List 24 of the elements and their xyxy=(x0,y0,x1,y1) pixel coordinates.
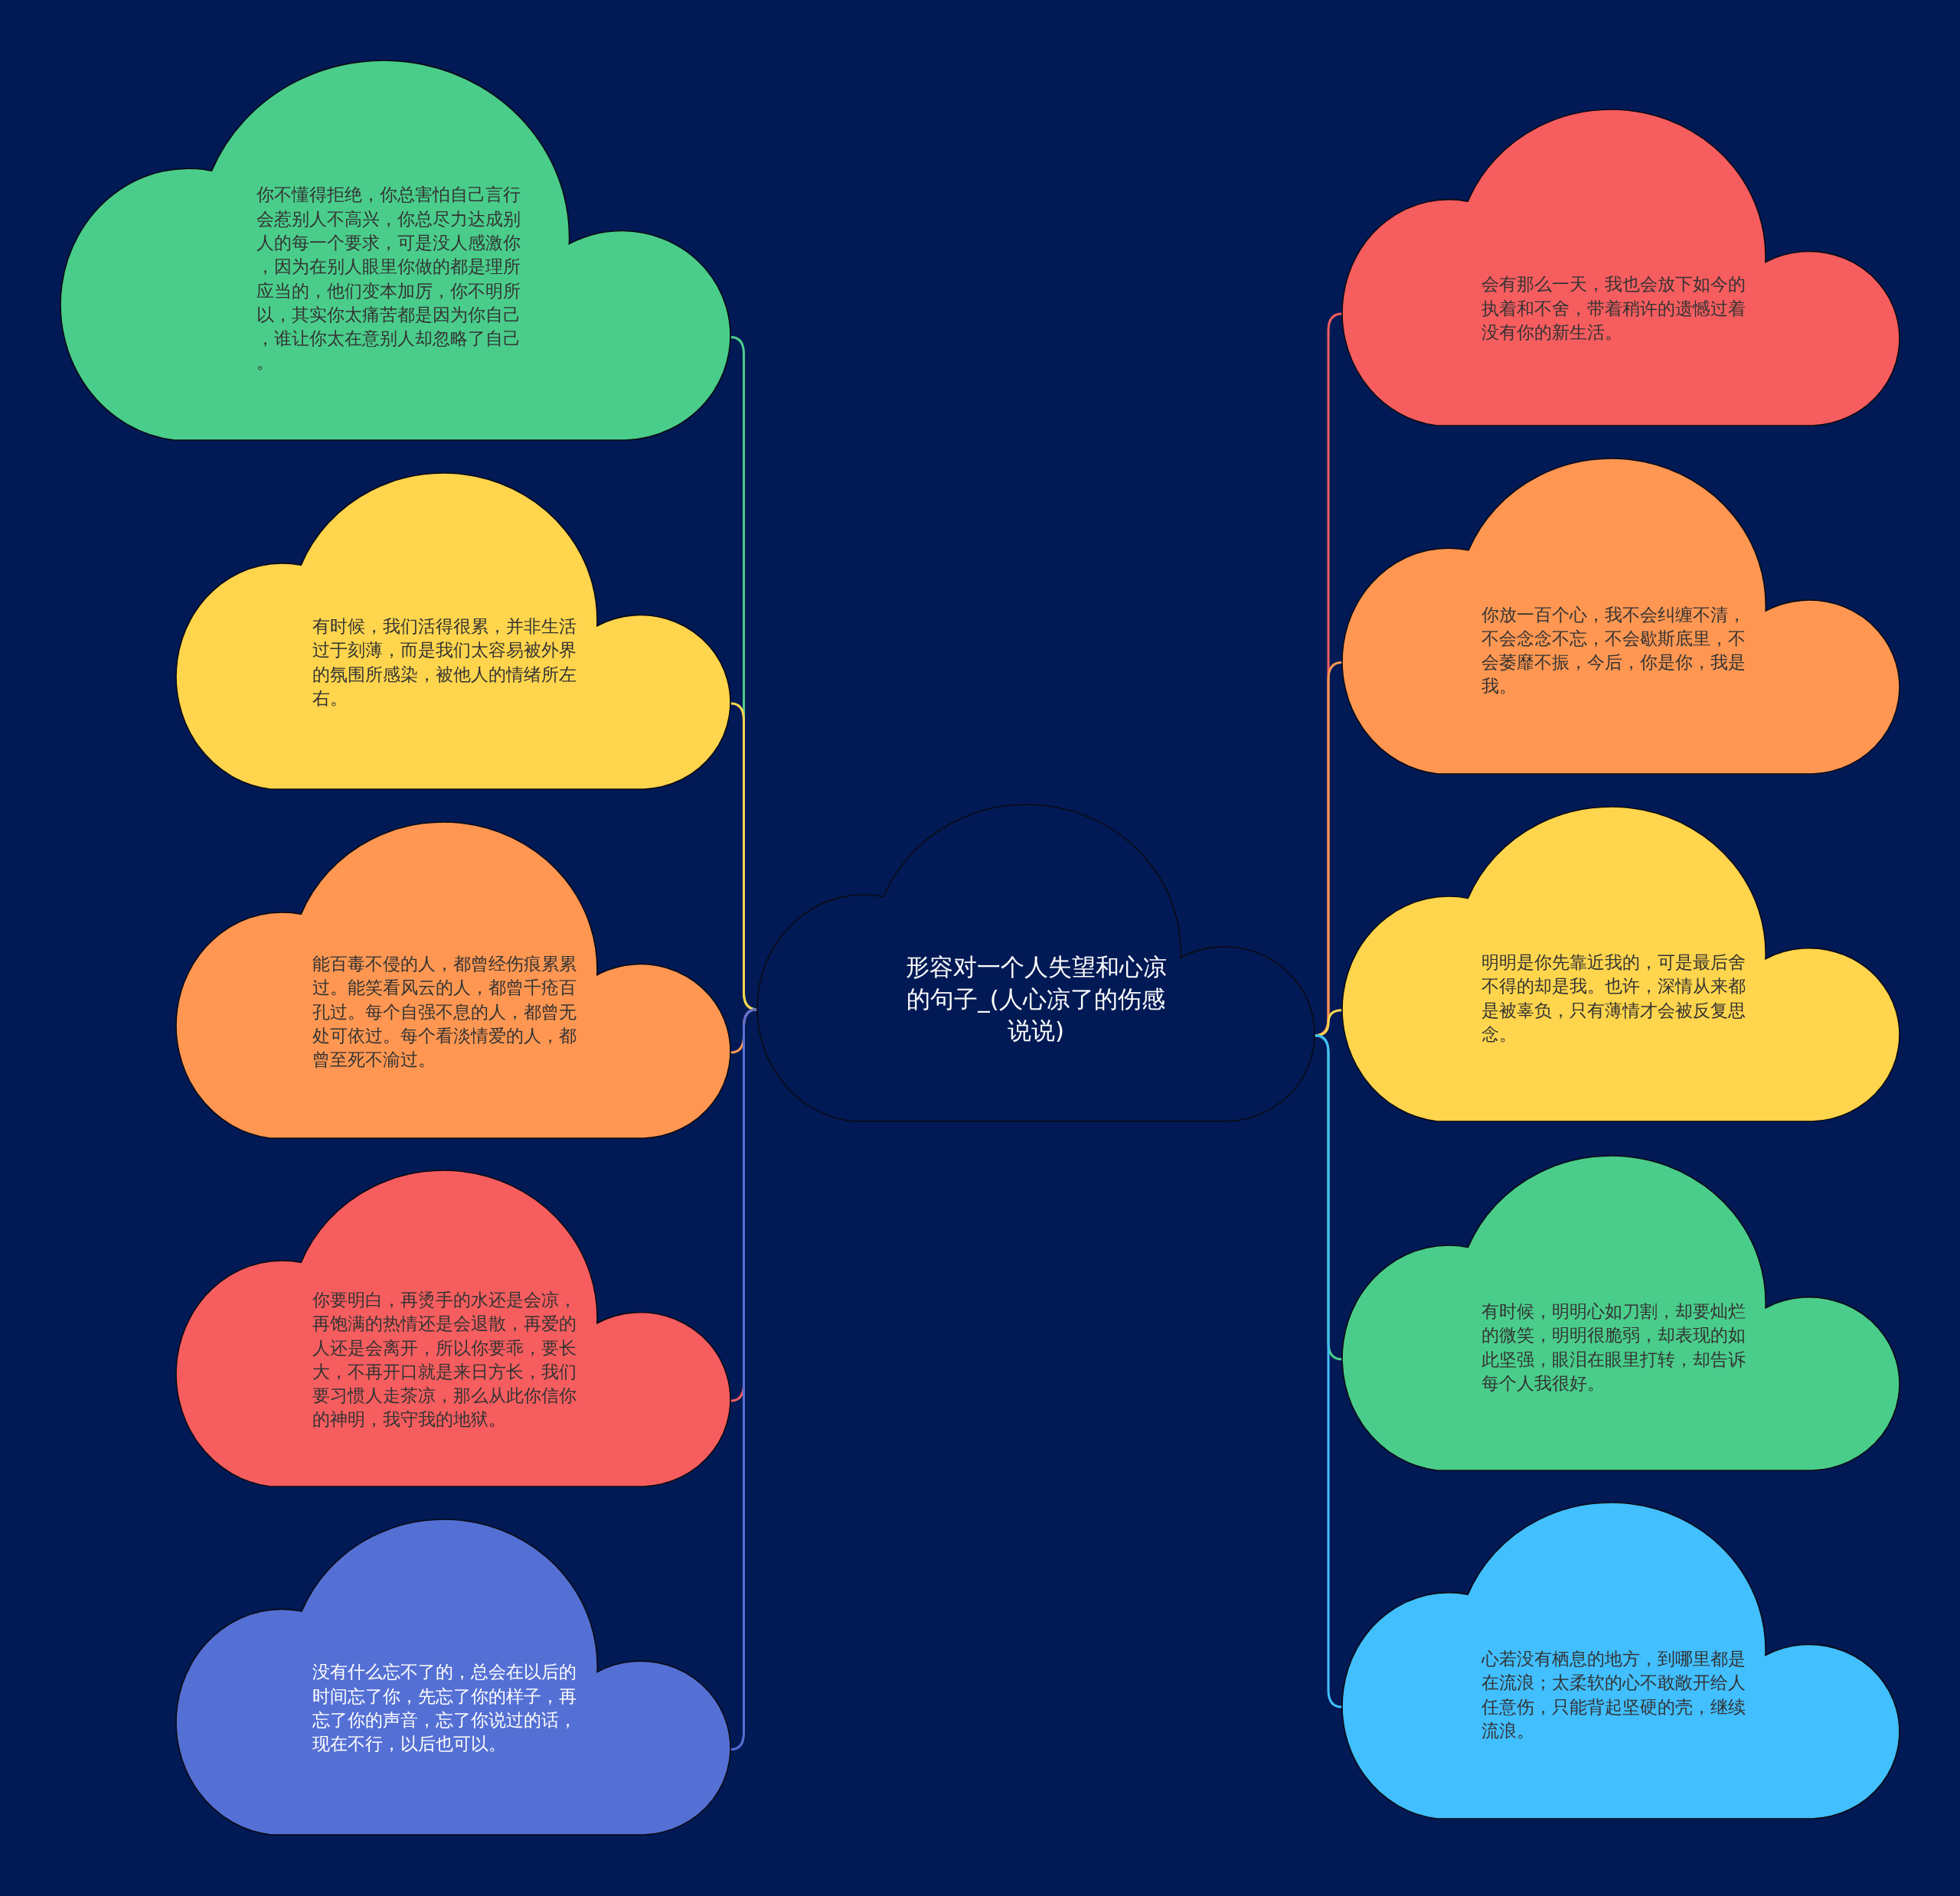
cloud-node xyxy=(60,60,731,441)
cloud-node xyxy=(1341,458,1900,775)
cloud-node xyxy=(175,1170,731,1487)
cloud-node xyxy=(175,1519,731,1836)
cloud-text: 有时候，我们活得很累，并非生活过于刻薄，而是我们太容易被外界的氛围所感染，被他人的情绪所左右。 xyxy=(312,615,578,711)
cloud-text: 你放一百个心，我不会纠缠不清，不会念念不忘，不会歇斯底里，不会萎靡不振，今后，你是你，我是我。 xyxy=(1481,602,1746,699)
cloud-node xyxy=(1341,1502,1900,1819)
central-cloud xyxy=(756,804,1315,1122)
cloud-node xyxy=(175,821,731,1139)
cloud-text: 明明是你先靠近我的，可是最后舍不得的却是我。也许，深情从来都是被辜负，只有薄情才会被反复思念。 xyxy=(1481,951,1746,1047)
cloud-text: 你不懂得拒绝，你总害怕自己言行会惹别人不高兴，你总尽力达成别人的每一个要求，可是没人感激你，因为在别人眼里你做的都是理所应当的，他们变本加厉，你不明所以，其实你太痛苦都是因为你自己，谁让你太在意别人却忽略了自己。 xyxy=(256,183,521,375)
cloud-text: 你要明白，再烫手的水还是会凉，再饱满的热情还是会退散，再爱的人还是会离开，所以你要乖，要长大，不再开口就是来日方长，我们要习惯人走茶凉，那么从此你信你的神明，我守我的地狱。 xyxy=(312,1288,578,1432)
cloud-node xyxy=(175,472,731,790)
cloud-node xyxy=(1341,806,1900,1122)
cloud-node xyxy=(1341,1155,1900,1471)
cloud-text: 能百毒不侵的人，都曾经伤痕累累过。能笑看风云的人，都曾千疮百孔过。每个自强不息的人，都曾无处可依过。每个看淡情爱的人，都曾至死不渝过。 xyxy=(312,951,578,1072)
connector-line xyxy=(1315,1009,1342,1037)
cloud-text: 有时候，明明心如刀割，却要灿烂的微笑，明明很脆弱，却表现的如此坚强，眼泪在眼里打转，却告诉每个人我很好。 xyxy=(1481,1300,1746,1396)
connector-line xyxy=(1315,1034,1342,1708)
cloud-text: 没有什么忘不了的，总会在以后的时间忘了你，先忘了你的样子，再忘了你的声音，忘了你说过的话，现在不行，以后也可以。 xyxy=(312,1660,578,1757)
cloud-text: 心若没有栖息的地方，到哪里都是在流浪；太柔软的心不敢敞开给人任意伤，只能背起坚硬的壳，继续流浪。 xyxy=(1481,1647,1746,1744)
cloud-node xyxy=(1341,109,1900,426)
cloud-text: 会有那么一天，我也会放下如今的执着和不舍，带着稍许的遗憾过着没有你的新生活。 xyxy=(1481,272,1746,345)
title-text: 形容对一个人失望和心凉的句子_(人心凉了的伤感说说) xyxy=(904,952,1168,1046)
